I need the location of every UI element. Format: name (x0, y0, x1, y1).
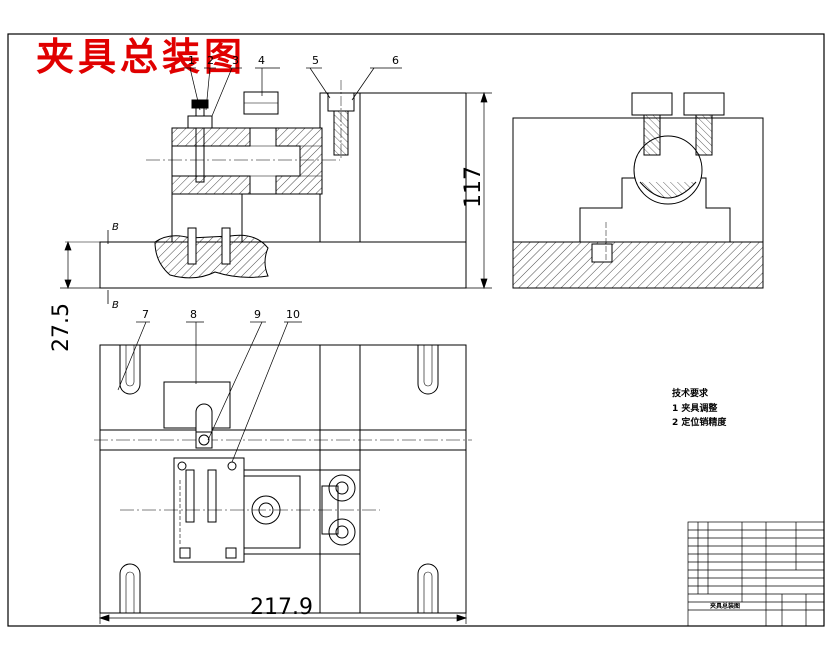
title-block (687, 521, 825, 627)
section-mark-top: B (112, 222, 119, 233)
section-mark-bottom: B (112, 300, 119, 311)
part-label-6: 6 (392, 54, 399, 67)
part-label-3: 3 (232, 54, 239, 67)
drawing-border (7, 33, 825, 627)
dimension-27-5-label: 27.5 (49, 303, 74, 352)
leader-lines-top (117, 321, 302, 463)
part-labels-front: 1 2 3 4 5 6 (188, 54, 399, 67)
dimension-217-9-label: 217.9 (250, 595, 313, 620)
front-view (65, 80, 467, 289)
leader-lines-front (184, 67, 402, 117)
drawing-title: 夹具总装图 (36, 34, 247, 79)
title-block-name: 夹具总装图 (710, 602, 740, 610)
part-label-4: 4 (258, 54, 265, 67)
part-labels-top: 7 8 9 10 (142, 308, 300, 321)
part-label-8: 8 (190, 308, 197, 321)
part-label-9: 9 (254, 308, 261, 321)
dimension-117 (466, 91, 492, 290)
notes-heading: 技术要求 (672, 387, 709, 399)
dimension-217-9 (98, 613, 468, 624)
part-label-2: 2 (207, 54, 214, 67)
side-view (512, 92, 764, 289)
notes-item-2: 2 定位销精度 (672, 416, 727, 428)
part-label-5: 5 (312, 54, 319, 67)
part-label-1: 1 (188, 54, 195, 67)
dimension-117-label: 117 (461, 166, 486, 208)
top-view (94, 344, 472, 614)
technical-notes: 技术要求 1 夹具调整 2 定位销精度 (672, 387, 727, 428)
part-label-10: 10 (286, 308, 300, 321)
part-label-7: 7 (142, 308, 149, 321)
dimension-27-5 (60, 241, 100, 289)
notes-item-1: 1 夹具调整 (672, 402, 717, 414)
